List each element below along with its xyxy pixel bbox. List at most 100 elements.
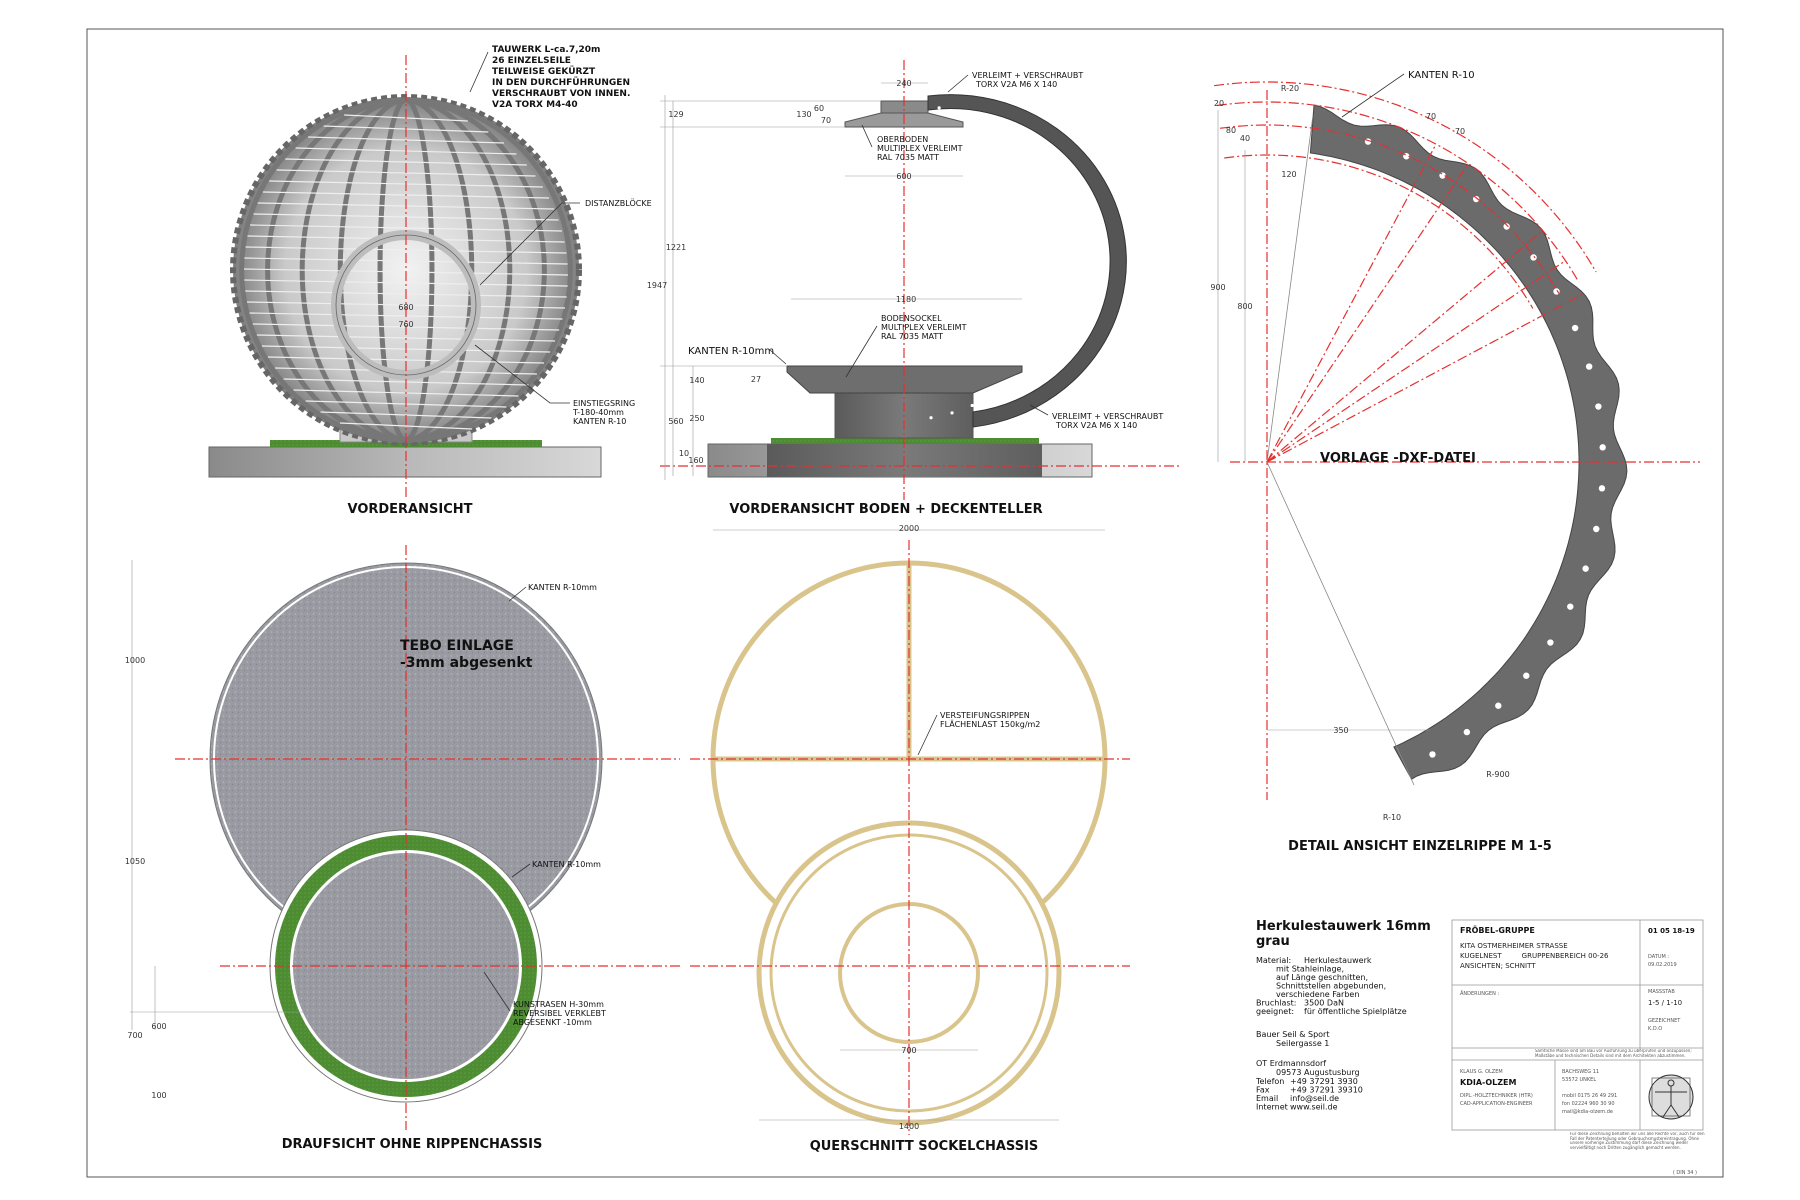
svg-text:MULTIPLEX VERLEIMT: MULTIPLEX VERLEIMT (881, 323, 967, 332)
svg-text:600: 600 (896, 172, 911, 181)
rib-hole (1063, 233, 1068, 237)
turf-note: KUNSTRASEN H-30mm REVERSIBEL VERKLEBT AB… (513, 1000, 606, 1027)
svg-text:VERSCHRAUBT VON INNEN.: VERSCHRAUBT VON INNEN. (492, 89, 630, 99)
rib-hole (989, 393, 993, 398)
svg-text:REVERSIBEL VERKLEBT: REVERSIBEL VERKLEBT (513, 1009, 606, 1018)
svg-text:OBERBODEN: OBERBODEN (877, 135, 928, 144)
svg-text:20: 20 (1214, 99, 1224, 108)
svg-text:TEILWEISE GEKÜRZT: TEILWEISE GEKÜRZT (492, 66, 596, 77)
ribs-note: VERSTEIFUNGSRIPPEN FLÄCHENLAST 150kg/m2 (940, 711, 1040, 729)
rib-hole (977, 120, 982, 124)
svg-text:mobil 0175 26 49 291: mobil 0175 26 49 291 (1562, 1093, 1617, 1099)
svg-text:140: 140 (689, 376, 704, 385)
rope (250, 224, 562, 232)
rib-hole (1066, 254, 1070, 258)
svg-text:grau: grau (1256, 934, 1290, 949)
rib-hole (1062, 295, 1066, 299)
rib-hole (1028, 159, 1032, 163)
contact-value: www.seil.de (1290, 1103, 1338, 1112)
base-slab (208, 446, 602, 478)
svg-text:V2A TORX M4-40: V2A TORX M4-40 (492, 100, 578, 110)
svg-text:09573 Augustusburg: 09573 Augustusburg (1276, 1068, 1360, 1077)
svg-text:240: 240 (896, 79, 911, 88)
svg-text:600: 600 (151, 1022, 166, 1031)
svg-text:EINSTIEGSRING: EINSTIEGSRING (573, 399, 635, 408)
tebo-label: TEBO EINLAGE -3mm abgesenkt (400, 638, 533, 671)
view-title: VORDERANSICHT BODEN + DECKENTELLER (729, 502, 1042, 517)
svg-text:1400: 1400 (899, 1122, 919, 1131)
svg-text:KITA OSTMERHEIMER STRASSE: KITA OSTMERHEIMER STRASSE (1460, 942, 1568, 950)
svg-text:100: 100 (151, 1091, 166, 1100)
svg-text:2000: 2000 (899, 524, 919, 533)
rib-hole (970, 403, 974, 408)
svg-text:TEBO EINLAGE: TEBO EINLAGE (400, 638, 514, 654)
svg-text:800: 800 (1237, 302, 1252, 311)
construction-line (1266, 163, 1469, 463)
dimension-labels: 240 129 130 60 70 600 1221 1947 1180 27 … (647, 79, 916, 465)
svg-text:350: 350 (1333, 726, 1348, 735)
rib-hole (1013, 144, 1017, 148)
rope (285, 158, 527, 166)
svg-text:( DIN 34 ): ( DIN 34 ) (1673, 1170, 1697, 1176)
rib-hole (1582, 565, 1589, 572)
svg-text:129: 129 (668, 110, 683, 119)
rib-hole (1051, 194, 1055, 198)
section-view: 2000 700 1400 VERSTEIFUNGSRIPPEN FLÄCHEN… (690, 524, 1130, 1154)
svg-text:1-5 / 1-10: 1-5 / 1-10 (1648, 999, 1682, 1007)
rib-hole (996, 131, 1000, 135)
svg-text:KANTEN R-10: KANTEN R-10 (573, 417, 626, 426)
rib-hole (1598, 485, 1606, 492)
rib-arc (927, 94, 1127, 428)
top-screw-note: VERLEIMT + VERSCHRAUBT TORX V2A M6 X 140 (972, 71, 1083, 89)
rib-hole (1599, 444, 1606, 451)
rib-hole (1065, 274, 1069, 278)
contact-label: Telefon (1255, 1077, 1284, 1086)
rib-hole (1523, 672, 1530, 679)
rib-hole (929, 416, 933, 420)
svg-text:160: 160 (688, 456, 703, 465)
svg-text:80: 80 (1226, 126, 1236, 135)
svg-text:mail@kdia-olzem.de: mail@kdia-olzem.de (1562, 1109, 1613, 1115)
contact-label: Internet (1256, 1103, 1288, 1112)
svg-text:70: 70 (1426, 112, 1436, 121)
rib-hole (1463, 728, 1471, 736)
client-name: FRÖBEL-GRUPPE (1460, 925, 1535, 935)
rope (247, 301, 565, 309)
rib-hole (1593, 525, 1600, 533)
edges-note: KANTEN R-10mm (688, 346, 774, 357)
svg-text:900: 900 (1210, 283, 1225, 292)
svg-text:10: 10 (679, 449, 689, 458)
material-value: 3500 DaN (1304, 999, 1344, 1008)
material-value: verschiedene Farben (1276, 990, 1359, 999)
svg-text:R-20: R-20 (1281, 84, 1299, 93)
svg-text:ANSICHTEN; SCHNITT: ANSICHTEN; SCHNITT (1460, 962, 1536, 970)
rib-hole (1503, 223, 1510, 230)
svg-text:1050: 1050 (125, 857, 145, 866)
distance-blocks-note: DISTANZBLÖCKE (585, 198, 652, 208)
svg-text:250: 250 (689, 414, 704, 423)
view-title: QUERSCHNITT SOCKELCHASSIS (810, 1139, 1039, 1154)
svg-text:VERLEIMT + VERSCHRAUBT: VERLEIMT + VERSCHRAUBT (1052, 412, 1163, 421)
top-view: 1000 1050 700 600 100 TEBO EINLAGE -3mm … (125, 545, 680, 1152)
edges-note: KANTEN R-10 (1408, 70, 1475, 81)
svg-text:700: 700 (901, 1046, 916, 1055)
svg-text:MULTIPLEX VERLEIMT: MULTIPLEX VERLEIMT (877, 144, 963, 153)
material-value: für öffentliche Spielplätze (1304, 1007, 1407, 1016)
title-block: FRÖBEL-GRUPPE KITA OSTMERHEIMER STRASSE … (1451, 919, 1704, 1176)
material-value: auf Länge geschnitten, (1276, 973, 1368, 982)
bottom-screw-note: VERLEIMT + VERSCHRAUBT TORX V2A M6 X 140 (1052, 412, 1163, 430)
contact-value: +49 37291 39310 (1290, 1086, 1363, 1095)
svg-text:GEZEICHNET: GEZEICHNET (1648, 1018, 1681, 1024)
rib-detail-view: R-20 20 80 40 120 70 70 900 800 350 R-90… (1210, 70, 1700, 854)
rib-hole (937, 106, 941, 110)
rope-note: TAUWERK L-ca.7,20m 26 EINZELSEILE TEILWE… (492, 45, 630, 110)
view-title: DETAIL ANSICHT EINZELRIPPE M 1-5 (1288, 839, 1552, 854)
svg-text:40: 40 (1240, 134, 1250, 143)
svg-text:KLAUS G. OLZEM: KLAUS G. OLZEM (1460, 1069, 1503, 1075)
drawing-number: 01 05 18-19 (1648, 927, 1695, 935)
svg-text:700: 700 (127, 1031, 142, 1040)
rib-hole (1429, 751, 1436, 758)
svg-text:26 EINZELSEILE: 26 EINZELSEILE (492, 56, 571, 66)
rib-hole (1472, 195, 1480, 203)
